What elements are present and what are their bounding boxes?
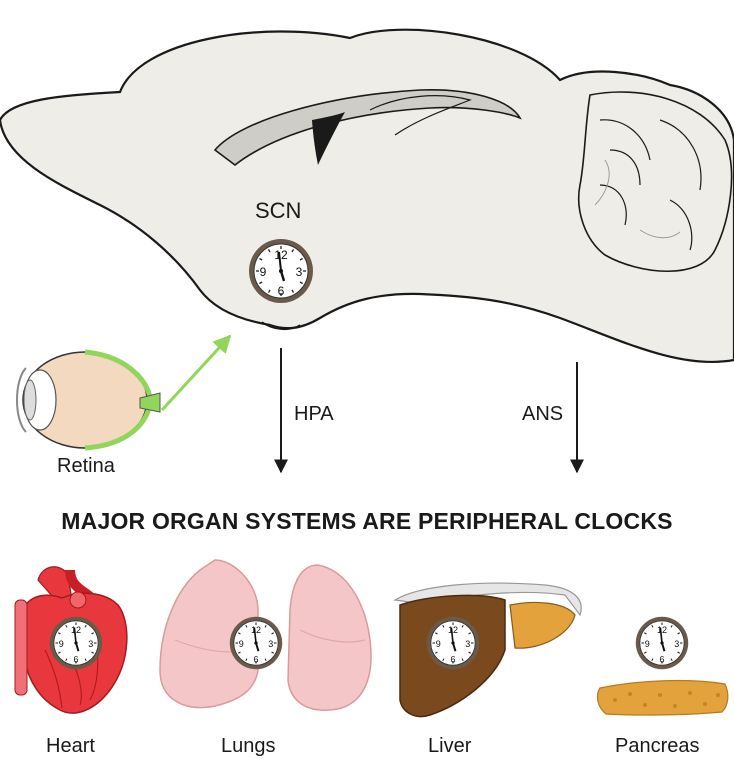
svg-text:3: 3 xyxy=(268,639,273,649)
scn-clock-12: 12 xyxy=(274,248,288,262)
svg-text:9: 9 xyxy=(645,639,650,649)
heart-label: Heart xyxy=(46,735,95,758)
pancreas-clock: 12 3 6 9 xyxy=(636,617,688,669)
svg-text:12: 12 xyxy=(251,625,261,635)
svg-text:9: 9 xyxy=(59,639,64,649)
svg-text:6: 6 xyxy=(450,655,455,665)
pancreas-illustration xyxy=(598,681,728,716)
svg-text:6: 6 xyxy=(253,655,258,665)
svg-text:9: 9 xyxy=(436,639,441,649)
eye-illustration xyxy=(17,352,160,448)
scn-clock-6: 6 xyxy=(278,284,285,298)
svg-text:12: 12 xyxy=(71,625,81,635)
liver-clock: 12 3 6 9 xyxy=(427,617,479,669)
pancreas-label: Pancreas xyxy=(615,735,700,758)
svg-text:9: 9 xyxy=(239,639,244,649)
brain-illustration xyxy=(0,30,734,362)
liver-illustration xyxy=(395,583,581,716)
liver-label: Liver xyxy=(428,735,471,758)
scn-label: SCN xyxy=(255,198,301,224)
svg-text:3: 3 xyxy=(674,639,679,649)
diagram-headline: MAJOR ORGAN SYSTEMS ARE PERIPHERAL CLOCK… xyxy=(0,508,734,535)
svg-text:3: 3 xyxy=(465,639,470,649)
light-input-arrow xyxy=(162,336,230,410)
svg-text:12: 12 xyxy=(448,625,458,635)
svg-text:6: 6 xyxy=(659,655,664,665)
svg-text:6: 6 xyxy=(73,655,78,665)
lungs-label: Lungs xyxy=(221,735,276,758)
retina-label: Retina xyxy=(57,455,115,478)
lungs-clock: 12 3 6 9 xyxy=(230,617,282,669)
svg-text:12: 12 xyxy=(657,625,667,635)
ans-label: ANS xyxy=(522,403,563,426)
scn-clock-9: 9 xyxy=(260,265,267,279)
hpa-label: HPA xyxy=(294,403,334,426)
brain-outline xyxy=(0,30,734,362)
scn-clock-3: 3 xyxy=(296,265,303,279)
heart-clock: 12 3 6 9 xyxy=(50,617,102,669)
scn-clock: 12 3 6 9 xyxy=(249,239,313,303)
svg-text:3: 3 xyxy=(88,639,93,649)
